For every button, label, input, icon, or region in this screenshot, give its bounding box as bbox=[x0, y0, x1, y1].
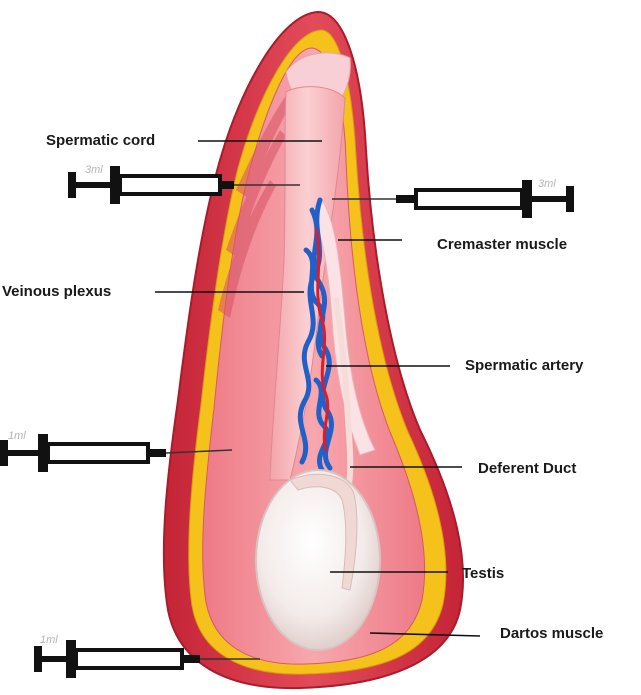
spermatic-artery-shape bbox=[314, 228, 330, 452]
leader-dartos bbox=[369, 632, 481, 637]
volume-upper-left: 3ml bbox=[85, 164, 103, 176]
volume-lower-left: 1ml bbox=[40, 634, 58, 646]
deferent-duct-shape bbox=[333, 297, 354, 493]
syringe-upper-left bbox=[68, 166, 300, 204]
cremaster-opening bbox=[311, 199, 376, 456]
syringe-lower-left bbox=[34, 640, 260, 678]
volume-middle-left: 1ml bbox=[8, 430, 26, 442]
veinous-plexus-shape bbox=[297, 197, 334, 473]
volume-upper-right: 3ml bbox=[538, 178, 556, 190]
muscle-fibers bbox=[218, 90, 296, 318]
label-deferent-duct: Deferent Duct bbox=[478, 460, 577, 477]
epididymis-shape bbox=[289, 473, 358, 591]
label-spermatic-cord: Spermatic cord bbox=[46, 132, 156, 149]
label-cremaster-muscle: Cremaster muscle bbox=[437, 236, 568, 253]
label-veinous-plexus: Veinous plexus bbox=[2, 283, 112, 300]
testis-shape bbox=[255, 469, 381, 651]
leader-lines bbox=[155, 140, 481, 637]
syringe-middle-left bbox=[0, 434, 233, 472]
label-spermatic-artery: Spermatic artery bbox=[465, 357, 584, 374]
label-dartos-muscle: Dartos muscle bbox=[500, 625, 604, 642]
syringe-upper-right bbox=[332, 180, 574, 218]
label-testis: Testis bbox=[462, 565, 505, 582]
